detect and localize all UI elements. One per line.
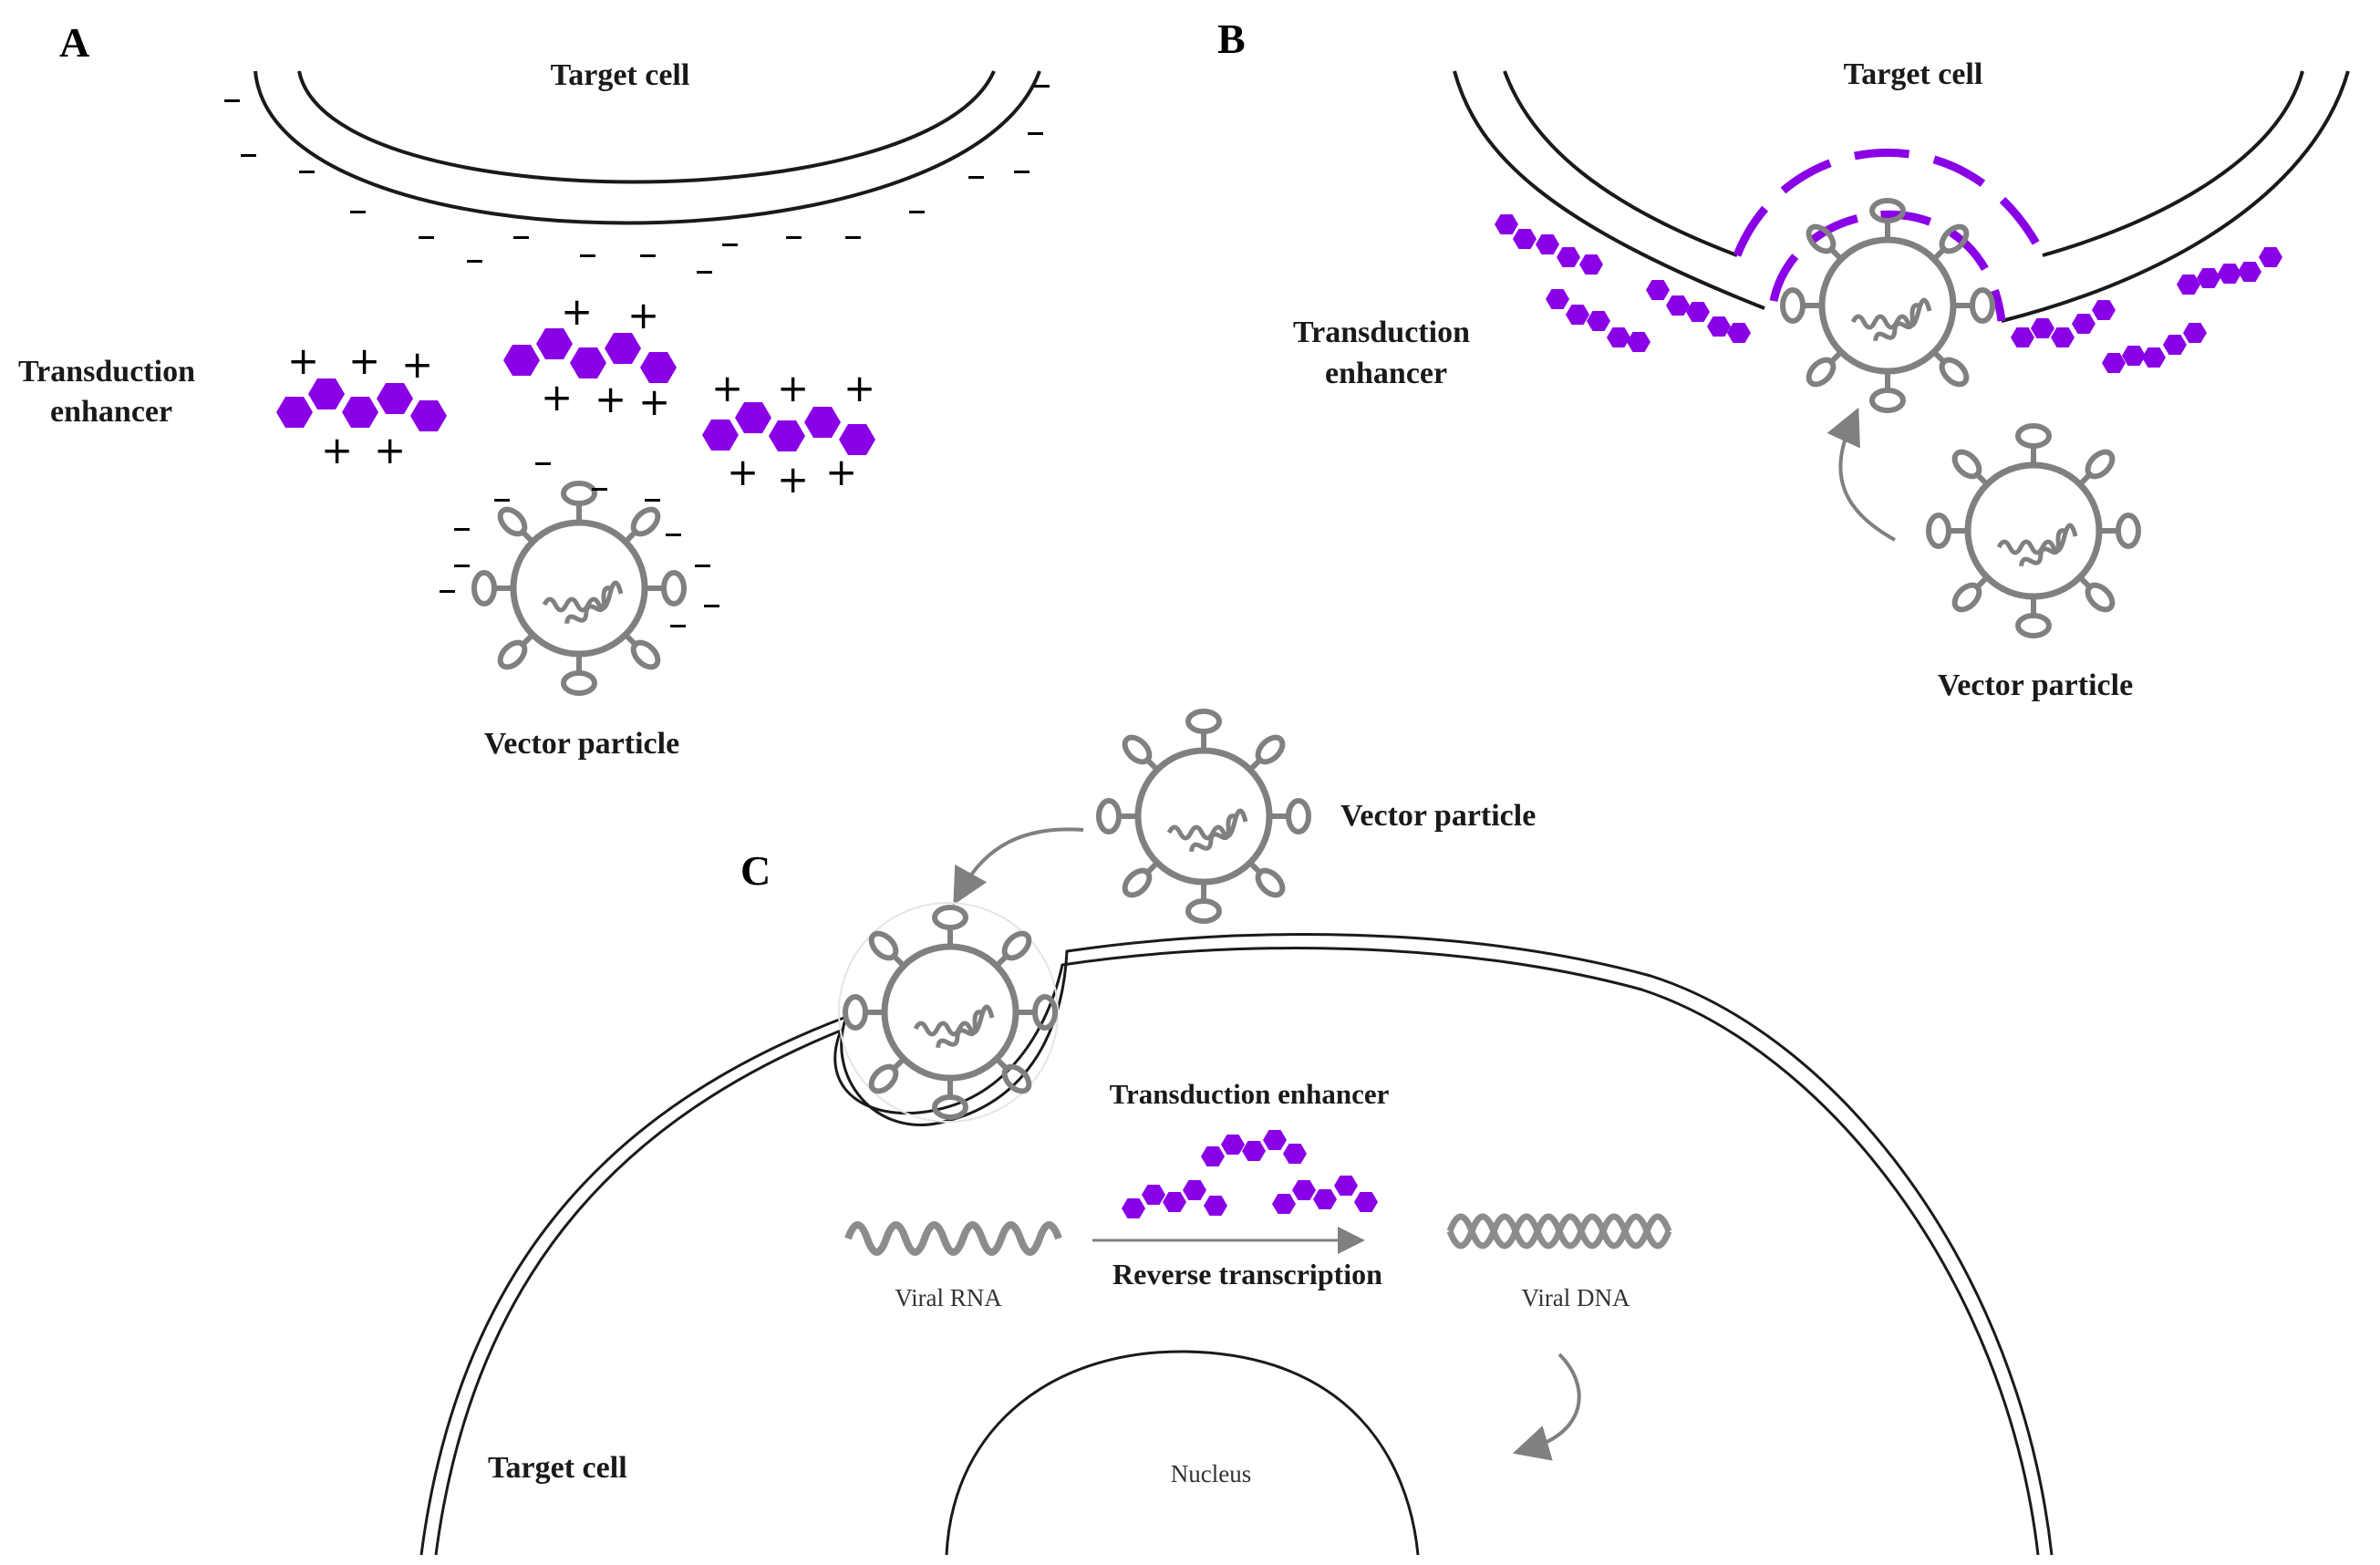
panel-a: A Target cell – – – – – – – – – – – – – … xyxy=(18,19,1051,761)
panel-a-enhancer-label-2: enhancer xyxy=(50,395,172,429)
panel-b-dashed-inner xyxy=(1769,210,2006,322)
svg-text:+: + xyxy=(638,379,670,424)
svg-text:–: – xyxy=(452,504,471,549)
svg-text:+: + xyxy=(627,293,659,337)
panel-c-vector-label: Vector particle xyxy=(1340,799,1536,833)
svg-text:–: – xyxy=(452,541,471,586)
svg-text:–: – xyxy=(843,212,863,257)
svg-text:–: – xyxy=(533,439,553,483)
panel-b-vector-label: Vector particle xyxy=(1938,668,2133,702)
panel-b-enhancer-left xyxy=(1495,214,1751,352)
panel-c-letter: C xyxy=(740,847,771,894)
svg-text:+: + xyxy=(287,338,319,383)
svg-text:–: – xyxy=(720,220,740,264)
svg-text:+: + xyxy=(777,457,809,502)
panel-b-membrane-left-outer xyxy=(1453,70,1765,310)
panel-c-viral-dna xyxy=(1446,1213,1672,1249)
panel-c-enhancer-arch xyxy=(1122,1130,1378,1218)
svg-text:–: – xyxy=(702,581,721,626)
svg-text:–: – xyxy=(578,231,597,275)
svg-text:+: + xyxy=(401,342,433,387)
svg-text:–: – xyxy=(907,187,926,232)
svg-text:–: – xyxy=(967,152,986,197)
panel-c-viral-rna xyxy=(844,1221,1062,1256)
panel-a-membrane-inner xyxy=(297,70,996,184)
panel-c-vector-particle xyxy=(1099,711,1309,921)
svg-text:–: – xyxy=(492,475,512,520)
panel-b-letter: B xyxy=(1217,16,1246,62)
panel-c-nucleus xyxy=(945,1350,1420,1556)
svg-text:–: – xyxy=(348,187,367,232)
svg-text:–: – xyxy=(1032,61,1051,106)
svg-text:–: – xyxy=(643,475,662,520)
panel-b-membrane-right-outer xyxy=(2001,70,2350,323)
svg-text:–: – xyxy=(297,147,316,192)
panel-b-target-cell-label: Target cell xyxy=(1844,57,1983,91)
svg-text:–: – xyxy=(512,212,531,257)
panel-c: C Vector particle Transduction enhancer … xyxy=(419,711,2054,1556)
panel-a-enhancer-cluster-2: ++ +++ xyxy=(503,289,677,424)
svg-text:+: + xyxy=(727,450,759,494)
panel-a-cell-charges: – – – – – – – – – – – – – – – – – – xyxy=(222,61,1051,292)
panel-b-enhancer-label-1: Transduction xyxy=(1293,316,1470,349)
panel-b: B Target cell Transduction enhancer Vect… xyxy=(1217,16,2350,702)
panel-b-dashed-outer xyxy=(1733,149,2047,258)
svg-text:–: – xyxy=(438,566,457,611)
panel-a-membrane-outer xyxy=(254,70,1041,225)
panel-b-enhancer-right xyxy=(2011,247,2282,373)
svg-text:–: – xyxy=(638,231,657,275)
panel-c-viral-dna-label: Viral DNA xyxy=(1521,1284,1630,1311)
panel-a-vector-label: Vector particle xyxy=(484,727,679,761)
svg-text:+: + xyxy=(541,375,573,420)
panel-c-entry-arrow xyxy=(953,827,1084,906)
panel-a-enhancer-cluster-1: + + + + + xyxy=(276,338,447,472)
panel-b-entry-arrow xyxy=(1826,407,1896,542)
svg-text:–: – xyxy=(664,510,683,554)
svg-text:–: – xyxy=(1012,147,1031,192)
svg-text:+: + xyxy=(825,450,857,494)
panel-c-enhancer-label: Transduction enhancer xyxy=(1110,1078,1390,1110)
svg-text:+: + xyxy=(843,366,875,410)
svg-text:–: – xyxy=(668,601,688,646)
svg-text:–: – xyxy=(222,76,242,120)
svg-text:+: + xyxy=(711,366,743,410)
panel-a-letter: A xyxy=(59,19,89,66)
panel-c-vector-in-endosome xyxy=(845,907,1055,1117)
svg-text:–: – xyxy=(695,247,714,292)
svg-text:+: + xyxy=(348,338,380,383)
svg-text:–: – xyxy=(1026,109,1045,153)
panel-b-membrane-right-inner xyxy=(2042,70,2304,257)
svg-text:+: + xyxy=(321,428,353,472)
panel-a-enhancer-label-1: Transduction xyxy=(18,355,195,389)
panel-c-nucleus-arrow xyxy=(1512,1353,1581,1461)
panel-c-nucleus-label: Nucleus xyxy=(1171,1460,1251,1487)
panel-a-vector-charges: –– –– –– –– –– – xyxy=(438,439,721,646)
svg-text:–: – xyxy=(590,464,609,509)
svg-text:+: + xyxy=(777,366,809,410)
svg-text:–: – xyxy=(417,212,436,257)
panel-a-target-cell-label: Target cell xyxy=(551,58,690,92)
svg-text:–: – xyxy=(239,130,258,175)
panel-b-vector-in-membrane xyxy=(1783,201,1992,410)
svg-text:–: – xyxy=(465,236,484,281)
svg-text:+: + xyxy=(374,428,406,472)
svg-text:+: + xyxy=(595,377,626,421)
panel-c-membrane-inner xyxy=(419,933,2054,1556)
panel-b-enhancer-label-2: enhancer xyxy=(1325,357,1447,390)
svg-text:–: – xyxy=(784,212,803,257)
panel-c-viral-rna-label: Viral RNA xyxy=(895,1284,1002,1311)
svg-text:–: – xyxy=(693,541,712,586)
panel-b-vector-particle xyxy=(1929,426,2138,636)
panel-a-enhancer-cluster-3: + + + + + + xyxy=(702,366,875,502)
panel-c-rt-label: Reverse transcription xyxy=(1112,1258,1382,1290)
svg-text:+: + xyxy=(561,289,593,334)
panel-c-target-cell-label: Target cell xyxy=(488,1451,627,1485)
panel-b-membrane-left-inner xyxy=(1503,70,1738,257)
